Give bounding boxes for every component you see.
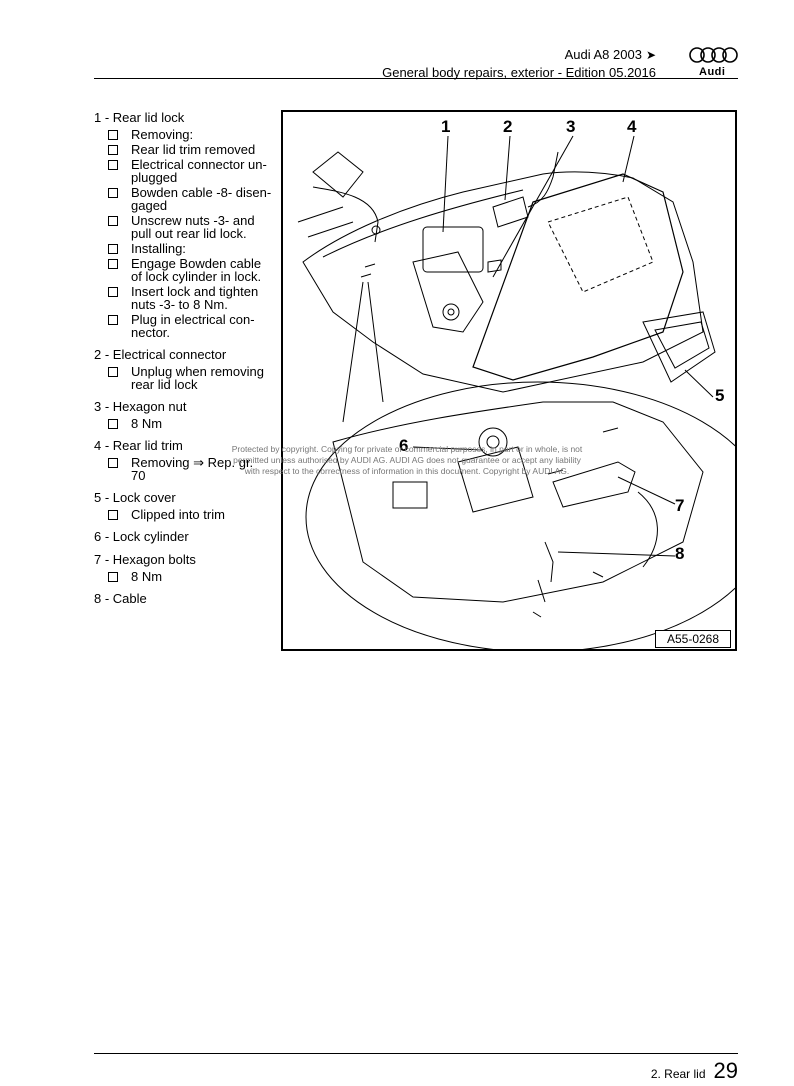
manual-subtitle: General body repairs, exterior - Edition…	[382, 65, 656, 80]
legend-step: Plug in electrical con- nector.	[108, 313, 284, 339]
legend-step: Clipped into trim	[108, 508, 284, 521]
callout-4: 4	[627, 117, 637, 136]
callout-5: 5	[715, 386, 725, 405]
legend-item: 4 - Rear lid trim Removing ⇒ Rep. gr. 70	[94, 438, 284, 482]
page-header: Audi A8 2003➤ General body repairs, exte…	[382, 46, 656, 81]
legend-item: 3 - Hexagon nut 8 Nm	[94, 399, 284, 430]
next-arrow-icon[interactable]: ➤	[645, 48, 656, 62]
header-rule	[94, 78, 738, 79]
legend-item: 8 - Cable	[94, 591, 284, 606]
legend-step: Bowden cable -8- disen- gaged	[108, 186, 284, 212]
figure-id: A55-0268	[655, 630, 731, 648]
legend-item-title: 8 - Cable	[94, 591, 147, 606]
checkbox-icon	[108, 188, 118, 198]
checkbox-icon	[108, 160, 118, 170]
checkbox-icon	[108, 458, 118, 468]
legend-item: 7 - Hexagon bolts 8 Nm	[94, 552, 284, 583]
checkbox-icon	[108, 419, 118, 429]
legend-step: Unscrew nuts -3- and pull out rear lid l…	[108, 214, 284, 240]
audi-rings-logo-icon	[689, 47, 738, 63]
checkbox-icon	[108, 315, 118, 325]
legend-item-title: 2 - Electrical connector	[94, 347, 227, 362]
checkbox-icon	[108, 287, 118, 297]
legend-step: Removing ⇒ Rep. gr. 70	[108, 456, 284, 482]
callout-1: 1	[441, 117, 451, 136]
legend-step: Insert lock and tighten nuts -3- to 8 Nm…	[108, 285, 284, 311]
diagram-drawing	[297, 135, 735, 649]
checkbox-icon	[108, 367, 118, 377]
legend-item-title: 1 - Rear lid lock	[94, 110, 185, 125]
legend-step: 8 Nm	[108, 417, 284, 430]
legend-item: 1 - Rear lid lock Removing: Rear lid tri…	[94, 110, 284, 339]
legend-item: 2 - Electrical connector Unplug when rem…	[94, 347, 284, 391]
callout-3: 3	[566, 117, 576, 136]
checkbox-icon	[108, 130, 118, 140]
legend-step: Installing:	[108, 242, 284, 255]
footer-section: 2. Rear lid	[650, 1067, 706, 1081]
page-number: 29	[713, 1058, 738, 1083]
checkbox-icon	[108, 244, 118, 254]
callout-7: 7	[675, 496, 685, 515]
legend-step: Engage Bowden cable of lock cylinder in …	[108, 257, 284, 283]
copyright-watermark: Protected by copyright. Copying for priv…	[231, 444, 583, 476]
legend-item: 6 - Lock cylinder	[94, 529, 284, 544]
legend-item-title: 4 - Rear lid trim	[94, 438, 183, 453]
legend-step: Rear lid trim removed	[108, 143, 284, 156]
checkbox-icon	[108, 216, 118, 226]
callout-2: 2	[503, 117, 513, 136]
model-title: Audi A8 2003	[564, 47, 642, 62]
legend-step: 8 Nm	[108, 570, 284, 583]
callout-8: 8	[675, 544, 685, 563]
parts-legend: 1 - Rear lid lock Removing: Rear lid tri…	[94, 110, 284, 609]
legend-item: 5 - Lock cover Clipped into trim	[94, 490, 284, 521]
legend-step: Electrical connector un- plugged	[108, 158, 284, 184]
checkbox-icon	[108, 510, 118, 520]
legend-item-title: 5 - Lock cover	[94, 490, 176, 505]
legend-item-title: 3 - Hexagon nut	[94, 399, 187, 414]
callout-6: 6	[399, 436, 409, 455]
checkbox-icon	[108, 572, 118, 582]
checkbox-icon	[108, 145, 118, 155]
legend-step: Removing:	[108, 128, 284, 141]
checkbox-icon	[108, 259, 118, 269]
audi-logo-text: Audi	[699, 66, 726, 78]
footer-rule	[94, 1053, 738, 1054]
exploded-diagram: 1 2 3 4 5 6 7 8 A55-0268	[281, 110, 737, 651]
legend-step: Unplug when removing rear lid lock	[108, 365, 284, 391]
legend-item-title: 7 - Hexagon bolts	[94, 552, 196, 567]
page-footer: 2. Rear lid 29	[651, 1058, 738, 1084]
legend-item-title: 6 - Lock cylinder	[94, 529, 189, 544]
